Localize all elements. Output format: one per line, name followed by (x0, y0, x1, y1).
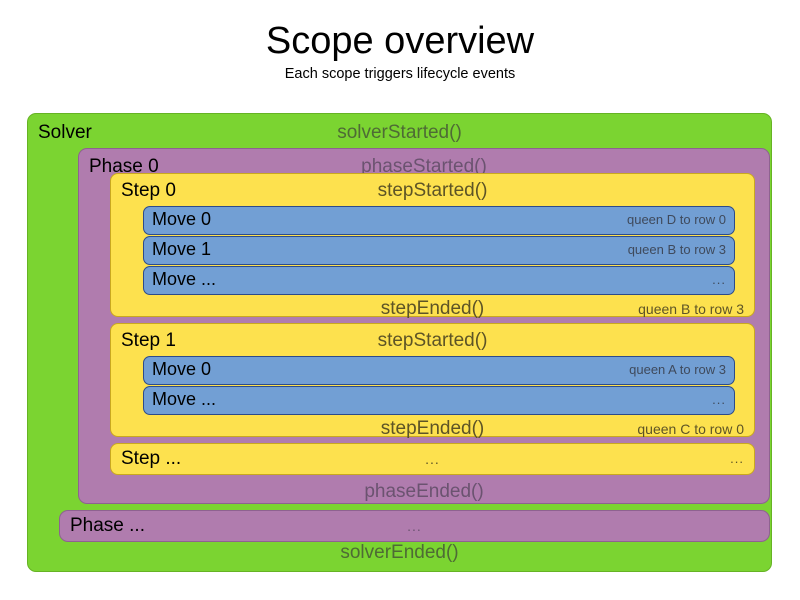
page-header: Scope overview Each scope triggers lifec… (0, 0, 800, 82)
solver-scope[interactable]: Solver solverStarted() Phase 0 phaseStar… (27, 113, 772, 572)
step-ended-row: stepEnded() queen B to row 3 (111, 294, 754, 324)
step-started-row: Step 0 stepStarted() (111, 176, 754, 206)
phase-label: Phase 0 (89, 156, 159, 177)
move-box-ellipsis[interactable]: Move ... ... (143, 386, 735, 415)
step-scope-ellipsis[interactable]: Step ... ... ... (110, 443, 755, 475)
step-started-event: stepStarted() (377, 180, 488, 201)
step-ended-event: stepEnded() (380, 298, 485, 319)
phase-ellipsis-event: ... (407, 518, 422, 534)
phase-ellipsis-row: Phase ... ... (60, 511, 769, 541)
page-title: Scope overview (265, 20, 535, 62)
solver-ended-row: solverEnded() (28, 538, 771, 568)
step-started-event: stepStarted() (377, 330, 488, 351)
move-row: Move 0 queen A to row 3 (144, 357, 734, 382)
move-box[interactable]: Move 0 queen A to row 3 (143, 356, 735, 385)
step-ellipsis-event: ... (425, 451, 440, 467)
move-label: Move 1 (152, 239, 212, 259)
move-detail: queen D to row 0 (626, 212, 726, 227)
phase-scope-ellipsis[interactable]: Phase ... ... (59, 510, 770, 542)
move-label: Move 0 (152, 209, 212, 229)
step-ellipsis-row: Step ... ... ... (111, 444, 754, 474)
step-label: Step ... (121, 448, 182, 469)
move-box[interactable]: Move 0 queen D to row 0 (143, 206, 735, 235)
move-box-ellipsis[interactable]: Move ... ... (143, 266, 735, 295)
step-label: Step 0 (121, 180, 176, 201)
solver-ended-event: solverEnded() (340, 542, 459, 563)
move-box[interactable]: Move 1 queen B to row 3 (143, 236, 735, 265)
step-ended-event: stepEnded() (380, 418, 485, 439)
solver-started-row: Solver solverStarted() (28, 118, 771, 148)
step-label: Step 1 (121, 330, 176, 351)
phase-label: Phase ... (70, 515, 145, 536)
step-started-row: Step 1 stepStarted() (111, 326, 754, 356)
phase-scope-0[interactable]: Phase 0 phaseStarted() Step 0 stepStarte… (78, 148, 770, 504)
step-ended-detail: queen B to row 3 (638, 301, 744, 317)
move-row: Move ... ... (144, 387, 734, 412)
step-scope-1[interactable]: Step 1 stepStarted() Move 0 queen A to r… (110, 323, 755, 439)
move-detail: queen B to row 3 (627, 242, 726, 257)
page-subtitle: Each scope triggers lifecycle events (284, 65, 516, 82)
solver-started-event: solverStarted() (337, 122, 462, 143)
move-row: Move 0 queen D to row 0 (144, 207, 734, 232)
phase-ended-event: phaseEnded() (364, 481, 484, 502)
phase-started-row: Phase 0 phaseStarted() (79, 152, 769, 182)
solver-label: Solver (38, 122, 92, 143)
move-label: Move ... (152, 269, 217, 289)
move-detail: ... (712, 272, 726, 287)
step-scope-0[interactable]: Step 0 stepStarted() Move 0 queen D to r… (110, 173, 755, 319)
move-label: Move 0 (152, 359, 212, 379)
step-ended-detail: queen C to row 0 (637, 421, 744, 437)
step-ellipsis-detail: ... (730, 451, 744, 466)
move-label: Move ... (152, 389, 217, 409)
phase-ended-row: phaseEnded() (79, 477, 769, 507)
phase-started-event: phaseStarted() (361, 156, 487, 177)
move-detail: ... (712, 392, 726, 407)
move-row: Move 1 queen B to row 3 (144, 237, 734, 262)
move-detail: queen A to row 3 (629, 362, 726, 377)
step-ended-row: stepEnded() queen C to row 0 (111, 414, 754, 444)
move-row: Move ... ... (144, 267, 734, 292)
